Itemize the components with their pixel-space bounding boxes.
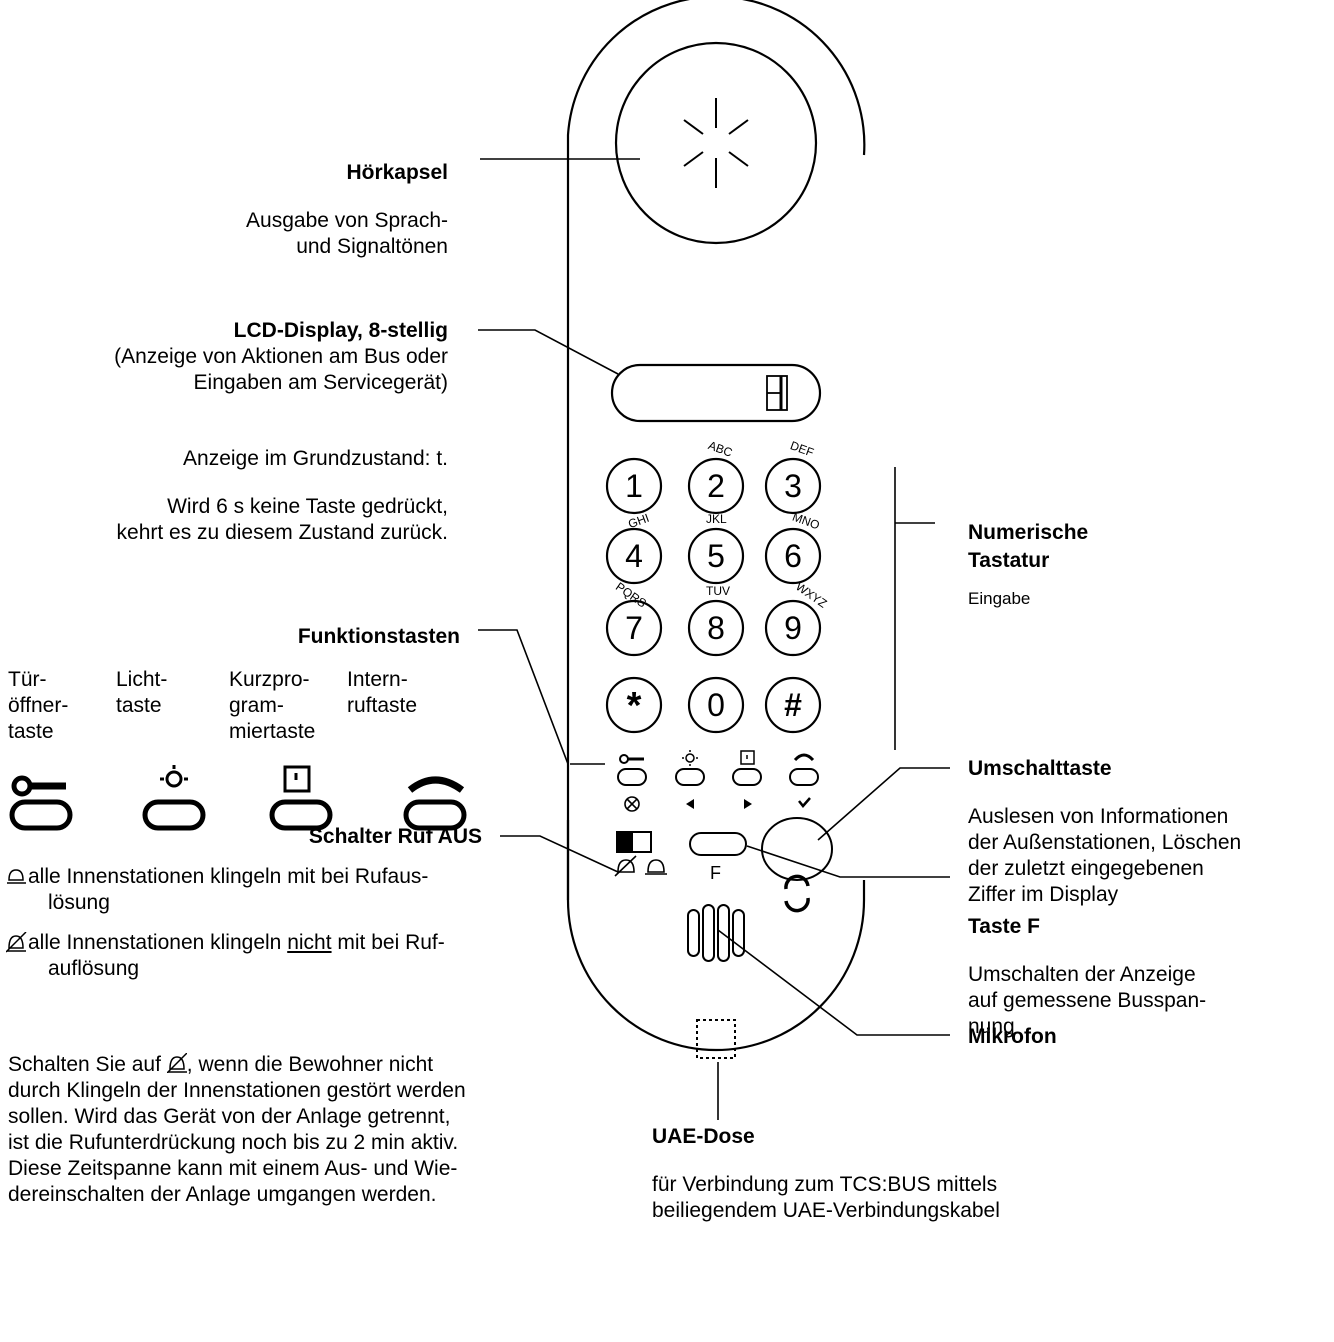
- para-line-5: Diese Zeitspanne kann mit einem Aus- und…: [8, 1157, 458, 1180]
- microphone: [687, 909, 700, 957]
- funktion-title: Funktionstasten: [297, 625, 460, 648]
- key-1[interactable]: 1: [625, 468, 643, 504]
- key-9[interactable]: 9: [784, 610, 802, 646]
- bell-off-icon: [6, 932, 27, 953]
- key-0[interactable]: 0: [707, 687, 725, 723]
- hoerkapsel-desc-2: und Signaltönen: [296, 235, 448, 258]
- umschalt-line-1: Auslesen von Informationen: [968, 805, 1229, 828]
- housing-top-arc: [566, 0, 866, 900]
- function-keys-small: [617, 750, 819, 812]
- keypad: [605, 457, 822, 734]
- para-line-1: Schalten Sie auf , wenn die Bewohner nic…: [8, 1052, 434, 1076]
- key-8[interactable]: 8: [707, 610, 725, 646]
- key-hash[interactable]: #: [784, 687, 802, 723]
- lcd-desc-2: Eingaben am Servicegerät): [193, 371, 448, 394]
- earpiece-slots: [683, 98, 749, 188]
- mikrofon-title: Mikrofon: [968, 1025, 1057, 1048]
- key-3[interactable]: 3: [784, 468, 802, 504]
- tastef-line-2: auf gemessene Busspan-: [968, 989, 1207, 1012]
- key-4[interactable]: 4: [625, 538, 643, 574]
- uae-title: UAE-Dose: [652, 1125, 755, 1148]
- ruf-off-line-1: alle Innenstationen klingeln nicht mit b…: [28, 931, 445, 954]
- grund-line-1: Anzeige im Grundzustand: t.: [183, 447, 448, 470]
- lcd-display: [610, 363, 822, 423]
- tastatur-title-2: Tastatur: [968, 549, 1050, 572]
- grund-line-3: kehrt es zu diesem Zustand zurück.: [116, 521, 448, 544]
- key-5-letters: JKL: [706, 512, 727, 526]
- ruf-off-line-2: auflösung: [48, 957, 140, 980]
- function-key-icons: [9, 765, 467, 831]
- key-6[interactable]: 6: [784, 538, 802, 574]
- tastef-line-1: Umschalten der Anzeige: [968, 963, 1196, 986]
- lcd-desc-1: (Anzeige von Aktionen am Bus oder: [114, 345, 448, 368]
- ruf-on-line-1: alle Innenstationen klingeln mit bei Ruf…: [28, 865, 429, 888]
- bell-on-icon: [7, 869, 26, 884]
- key-2[interactable]: 2: [707, 468, 725, 504]
- tastef-title: Taste F: [968, 915, 1040, 938]
- uae-line-1: für Verbindung zum TCS:BUS mittels: [652, 1173, 998, 1196]
- umschalttaste: [761, 817, 833, 881]
- key-star[interactable]: *: [626, 685, 642, 727]
- grund-line-2: Wird 6 s keine Taste gedrückt,: [167, 495, 448, 518]
- para-line-3: sollen. Wird das Gerät von der Anlage ge…: [8, 1105, 451, 1128]
- bell-icons: [614, 855, 667, 877]
- umschalt-line-2: der Außenstationen, Löschen: [968, 831, 1242, 854]
- hoerkapsel-title: Hörkapsel: [346, 161, 448, 184]
- para-line-4: ist die Rufunterdrückung noch bis zu 2 m…: [8, 1131, 459, 1154]
- key-5[interactable]: 5: [707, 538, 725, 574]
- tastatur-title-1: Numerische: [968, 521, 1089, 544]
- hoerkapsel-desc-1: Ausgabe von Sprach-: [246, 209, 448, 232]
- tastef-line-3: nung: [968, 1015, 1015, 1038]
- para-line-2: durch Klingeln der Innenstationen gestör…: [8, 1079, 466, 1102]
- f-key: [689, 832, 747, 856]
- lcd-title: LCD-Display, 8-stellig: [233, 319, 448, 342]
- ruf-on-line-2: lösung: [48, 891, 110, 914]
- umschalt-title: Umschalttaste: [968, 757, 1112, 780]
- umschalt-line-4: Ziffer im Display: [968, 883, 1119, 906]
- tastatur-desc: Eingabe: [968, 589, 1031, 608]
- earpiece: [614, 41, 818, 245]
- schalter-title: Schalter Ruf AUS: [308, 825, 482, 848]
- f-key-label: F: [710, 863, 721, 883]
- key-7[interactable]: 7: [625, 610, 643, 646]
- uae-line-2: beiliegendem UAE-Verbindungskabel: [652, 1199, 1000, 1222]
- para-line-6: dereinschalten der Anlage umgangen werde…: [8, 1183, 437, 1206]
- callout-lines: [478, 158, 950, 1120]
- bell-off-inline-icon: [166, 1052, 188, 1074]
- housing-bottom-arc: [566, 820, 866, 1052]
- key-8-letters: TUV: [706, 584, 730, 598]
- uae-socket: [696, 1019, 736, 1059]
- umschalt-line-3: der zuletzt eingegebenen: [968, 857, 1204, 880]
